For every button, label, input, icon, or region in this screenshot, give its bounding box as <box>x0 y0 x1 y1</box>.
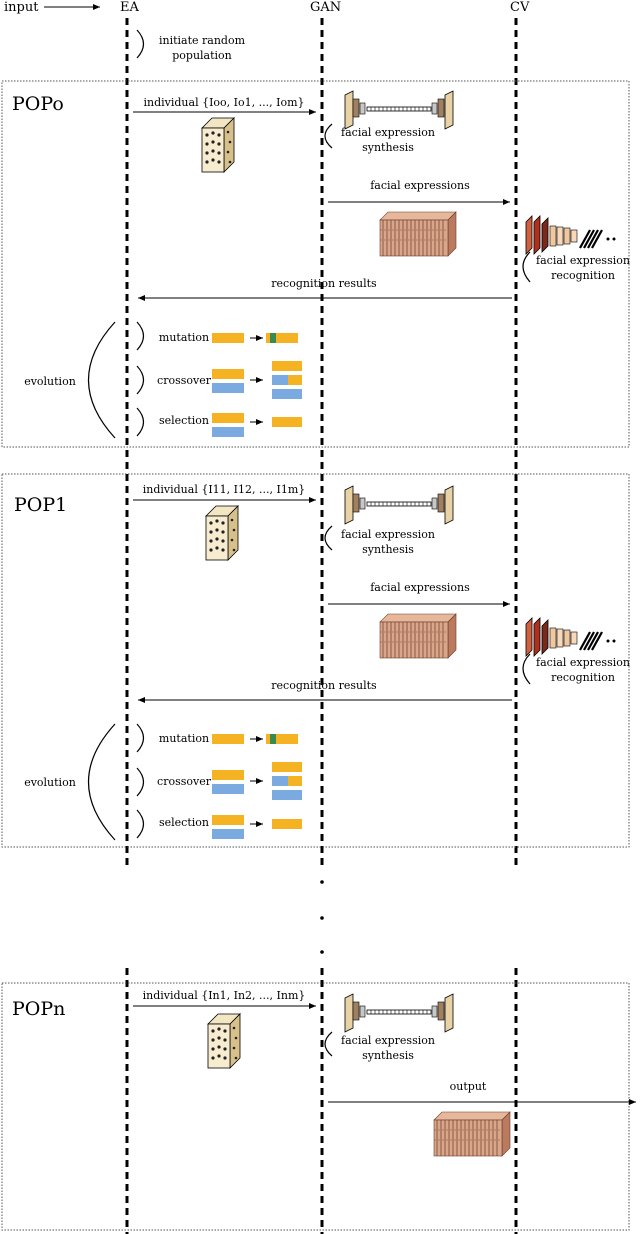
pop0-selection: selection <box>159 414 209 427</box>
pop0-evolution: evolution <box>24 375 76 388</box>
popn-synth1: facial expression <box>341 1034 435 1047</box>
selection-brace <box>136 809 145 839</box>
candidate-b-bar <box>212 427 244 437</box>
pop1-selection: selection <box>159 816 209 829</box>
parent-a-bar <box>212 770 244 780</box>
synthesis-brace <box>324 123 333 149</box>
child-b-right <box>288 375 302 385</box>
mutation-brace <box>136 723 145 753</box>
pop1-box <box>1 473 630 848</box>
pop0-results: recognition results <box>271 277 377 290</box>
synthesis-brace <box>324 525 333 551</box>
popn-synth2: synthesis <box>362 1049 414 1062</box>
child-a-bar <box>272 762 302 772</box>
pop0-crossover: crossover <box>157 374 212 387</box>
popn-output: output <box>450 1080 487 1093</box>
child-b-left <box>272 375 288 385</box>
mutated-gene-bar <box>266 333 298 343</box>
pop0-individual: individual {Ioo, Io1, ..., Iom} <box>143 96 304 109</box>
recognition-brace <box>522 251 531 283</box>
recognition-brace <box>522 653 531 685</box>
selected-bar <box>272 819 302 829</box>
ellipsis-dot <box>320 880 324 884</box>
pop0-box <box>1 80 630 448</box>
ea-header: EA <box>120 0 139 15</box>
pop1-synth2: synthesis <box>362 543 414 556</box>
pop0-synth2: synthesis <box>362 141 414 154</box>
parent-b-bar <box>212 784 244 794</box>
synthesis-brace <box>324 1031 333 1057</box>
pop1-results: recognition results <box>271 679 377 692</box>
pop0-recog2: recognition <box>551 269 615 282</box>
cnn-network <box>524 214 617 256</box>
candidate-a-bar <box>212 413 244 423</box>
pop1-label: POP1 <box>14 494 67 516</box>
gan-network <box>344 90 454 130</box>
pop1-recog1: facial expression <box>536 656 630 669</box>
pop0-label: POPo <box>12 93 64 115</box>
facial-expression-images <box>433 1111 511 1157</box>
pop0-mutation: mutation <box>159 331 209 344</box>
evolution-brace <box>87 321 116 439</box>
init-brace <box>136 29 145 59</box>
pop1-recog2: recognition <box>551 671 615 684</box>
mutation-marker <box>270 734 276 744</box>
child-c-bar <box>272 389 302 399</box>
pop1-synth1: facial expression <box>341 528 435 541</box>
child-a-bar <box>272 361 302 371</box>
mutation-brace <box>136 321 145 351</box>
candidate-a-bar <box>212 815 244 825</box>
popn-block: POPn individual {In1, In2, ..., Inm} fac… <box>1 982 636 1231</box>
child-c-bar <box>272 790 302 800</box>
gan-network <box>344 993 454 1033</box>
init-line1: initiate random <box>159 34 246 47</box>
pop1-block: POP1 individual {I11, I12, ..., I1m} fac… <box>1 473 630 848</box>
evolution-brace <box>87 723 116 841</box>
ellipsis-dot <box>320 950 324 954</box>
popn-label: POPn <box>12 998 65 1020</box>
pop1-expressions: facial expressions <box>370 581 470 594</box>
gan-header: GAN <box>310 0 341 15</box>
pop0-synth1: facial expression <box>341 126 435 139</box>
population-cube <box>205 505 239 561</box>
candidate-b-bar <box>212 829 244 839</box>
crossover-brace <box>136 767 145 797</box>
child-b-right <box>288 776 302 786</box>
pop1-mutation: mutation <box>159 732 209 745</box>
pop0-block: POPo individual {Ioo, Io1, ..., Iom} fac… <box>1 80 630 448</box>
gene-bar <box>212 333 244 343</box>
facial-expression-images <box>379 211 457 257</box>
pop0-expressions: facial expressions <box>370 179 470 192</box>
pop1-individual: individual {I11, I12, ..., I1m} <box>143 483 306 496</box>
pop1-crossover: crossover <box>157 775 212 788</box>
cnn-network <box>524 616 617 658</box>
popn-box <box>1 982 630 1231</box>
input-label: input <box>4 0 39 15</box>
pop1-evolution: evolution <box>24 776 76 789</box>
gene-bar <box>212 734 244 744</box>
child-b-left <box>272 776 288 786</box>
selected-bar <box>272 417 302 427</box>
population-cube <box>207 1013 241 1069</box>
gan-network <box>344 485 454 525</box>
crossover-brace <box>136 365 145 395</box>
parent-b-bar <box>212 383 244 393</box>
selection-brace <box>136 407 145 437</box>
facial-expression-images <box>379 613 457 659</box>
popn-individual: individual {In1, In2, ..., Inm} <box>143 989 306 1002</box>
init-line2: population <box>172 49 232 62</box>
pop0-recog1: facial expression <box>536 254 630 267</box>
mutated-gene-bar <box>266 734 298 744</box>
ellipsis-dot <box>320 916 324 920</box>
cv-header: CV <box>510 0 530 15</box>
mutation-marker <box>270 333 276 343</box>
parent-a-bar <box>212 369 244 379</box>
population-cube <box>201 117 235 173</box>
